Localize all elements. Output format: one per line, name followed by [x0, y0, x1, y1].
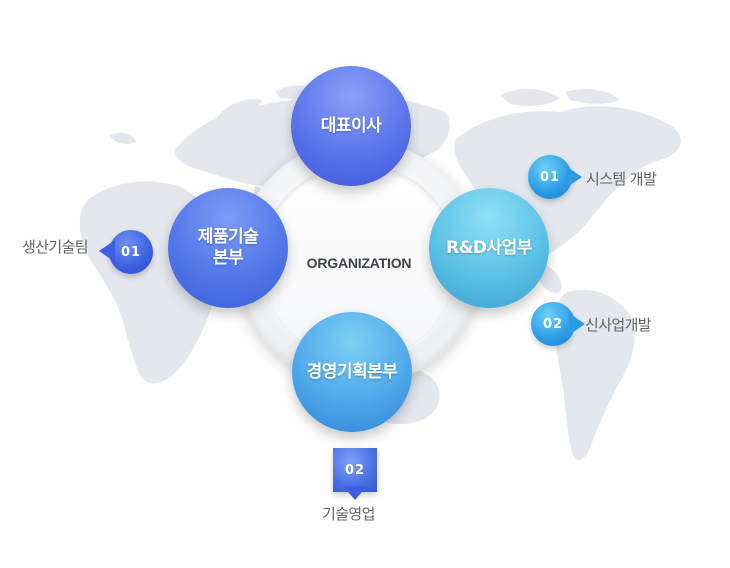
- node-rnd-division[interactable]: R&D사업부: [429, 188, 549, 308]
- node-ceo-label: 대표이사: [320, 115, 382, 136]
- organization-label: ORGANIZATION: [306, 255, 412, 271]
- rnd-team-1-pin: 01: [528, 155, 572, 199]
- mgmt-team-pin-tip: [343, 486, 367, 500]
- rnd-team-1-number: 01: [539, 169, 561, 185]
- product-team-pin: 01: [109, 230, 153, 274]
- mgmt-team-label: 기술영업: [322, 505, 375, 523]
- mgmt-team-pin: 02: [333, 448, 377, 492]
- mgmt-team-number: 02: [344, 462, 366, 478]
- node-product-technology-label: 제품기술 본부: [197, 227, 259, 268]
- node-product-technology[interactable]: 제품기술 본부: [168, 188, 288, 308]
- node-rnd-division-label: R&D사업부: [446, 237, 532, 258]
- product-team-label: 생산기술팀: [22, 238, 89, 256]
- rnd-team-2-pin: 02: [531, 302, 575, 346]
- product-team-pin-tip: [99, 240, 115, 262]
- rnd-team-1-label: 시스템 개발: [586, 170, 657, 188]
- rnd-team-2-pin-tip: [569, 313, 585, 335]
- node-ceo[interactable]: 대표이사: [291, 66, 411, 186]
- rnd-team-1-pin-tip: [566, 166, 582, 188]
- rnd-team-2-number: 02: [542, 316, 564, 332]
- node-management-planning-label: 경영기획본부: [306, 361, 398, 382]
- product-team-number: 01: [120, 244, 142, 260]
- node-management-planning[interactable]: 경영기획본부: [292, 312, 412, 432]
- rnd-team-2-label: 신사업개발: [585, 316, 652, 334]
